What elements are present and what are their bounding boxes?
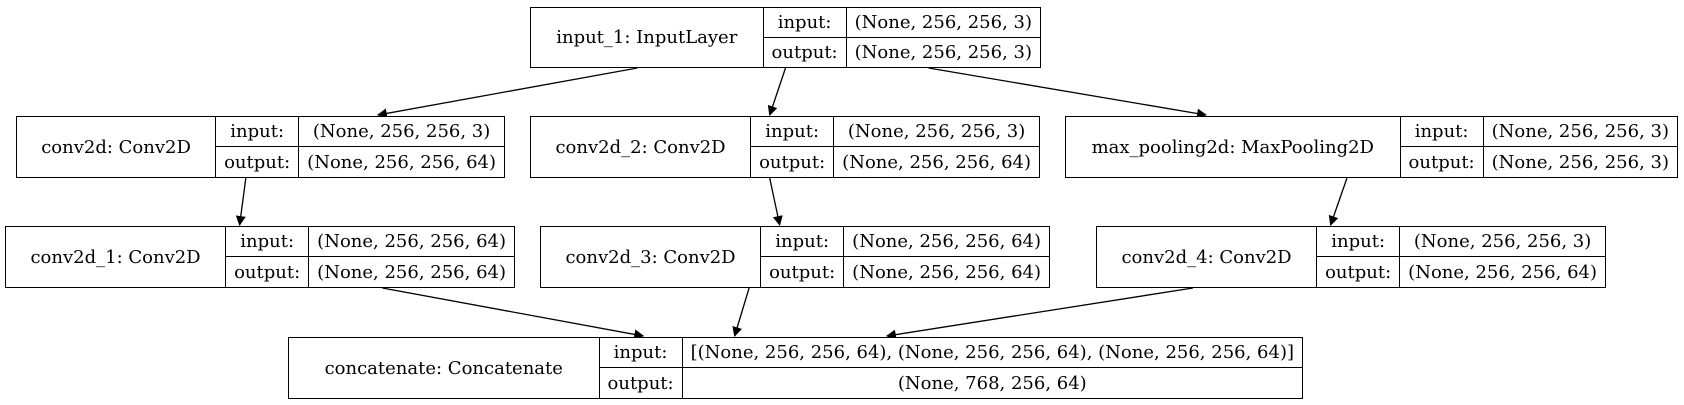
input-label: input: [216,117,300,147]
edge-arrow [235,177,247,226]
input-label: input: [1317,227,1401,257]
node-conv2d-2: conv2d_2: Conv2D input: (None, 256, 256,… [530,116,1040,178]
input-shape: (None, 256, 256, 3) [1400,227,1605,257]
input-shape: (None, 256, 256, 3) [846,8,1040,38]
output-label: output: [761,257,845,287]
node-max-pooling2d: max_pooling2d: MaxPooling2D input: (None… [1065,116,1678,178]
edge-arrow [928,67,1207,119]
edge-arrow [382,287,645,340]
output-shape: (None, 256, 256, 64) [307,151,496,173]
edge-arrow [732,287,750,337]
output-label: output: [600,368,683,398]
input-label: input: [599,338,683,368]
node-conv2d: conv2d: Conv2D input: (None, 256, 256, 3… [16,116,505,178]
node-name: input_1: InputLayer [531,8,764,67]
output-label: output: [1401,147,1484,177]
output-shape: (None, 256, 256, 64) [317,261,506,283]
output-shape: (None, 256, 256, 3) [1491,151,1669,173]
node-conv2d-4: conv2d_4: Conv2D input: (None, 256, 256,… [1096,226,1606,288]
node-conv2d-3: conv2d_3: Conv2D input: (None, 256, 256,… [540,226,1050,288]
input-shape: (None, 256, 256, 3) [834,117,1039,147]
node-io-table: input: (None, 256, 256, 3) output: (None… [763,8,1040,67]
output-shape: (None, 256, 256, 3) [854,41,1032,63]
edge-arrow [769,177,783,226]
input-shape: (None, 256, 256, 64) [309,227,514,257]
edge-arrow [885,287,1194,340]
node-io-table: input: [(None, 256, 256, 64), (None, 256… [599,338,1302,398]
edge-arrow [1328,177,1348,226]
input-shape: (None, 256, 256, 64) [844,227,1049,257]
node-io-table: input: (None, 256, 256, 3) output: (None… [1317,227,1605,287]
node-name: max_pooling2d: MaxPooling2D [1066,117,1401,177]
input-shape: (None, 256, 256, 3) [1483,117,1677,147]
output-label: output: [216,147,300,177]
edge-arrow [376,67,638,119]
input-label: input: [226,227,310,257]
output-label: output: [764,37,847,67]
input-label: input: [761,227,845,257]
node-name: conv2d_2: Conv2D [531,117,752,177]
output-label: output: [1317,257,1401,287]
input-label: input: [1400,117,1484,147]
node-name: concatenate: Concatenate [289,338,600,398]
node-conv2d-1: conv2d_1: Conv2D input: (None, 256, 256,… [5,226,515,288]
node-io-table: input: (None, 256, 256, 64) output: (Non… [226,227,514,287]
node-name: conv2d_3: Conv2D [541,227,762,287]
node-concatenate: concatenate: Concatenate input: [(None, … [288,337,1303,399]
node-io-table: input: (None, 256, 256, 3) output: (None… [1400,117,1677,177]
node-input-1: input_1: InputLayer input: (None, 256, 2… [530,7,1041,68]
input-label: input: [751,117,835,147]
node-name: conv2d_4: Conv2D [1097,227,1318,287]
output-label: output: [751,147,835,177]
input-label: input: [763,8,847,38]
node-name: conv2d: Conv2D [17,117,217,177]
output-shape: (None, 256, 256, 64) [852,261,1041,283]
output-shape: (None, 768, 256, 64) [897,372,1087,394]
node-io-table: input: (None, 256, 256, 3) output: (None… [216,117,504,177]
node-io-table: input: (None, 256, 256, 3) output: (None… [751,117,1039,177]
input-shape: (None, 256, 256, 3) [299,117,504,147]
output-label: output: [226,257,310,287]
edge-arrow [767,67,787,116]
output-shape: (None, 256, 256, 64) [842,151,1031,173]
node-io-table: input: (None, 256, 256, 64) output: (Non… [761,227,1049,287]
input-shape: [(None, 256, 256, 64), (None, 256, 256, … [682,338,1302,368]
node-name: conv2d_1: Conv2D [6,227,227,287]
output-shape: (None, 256, 256, 64) [1408,261,1597,283]
